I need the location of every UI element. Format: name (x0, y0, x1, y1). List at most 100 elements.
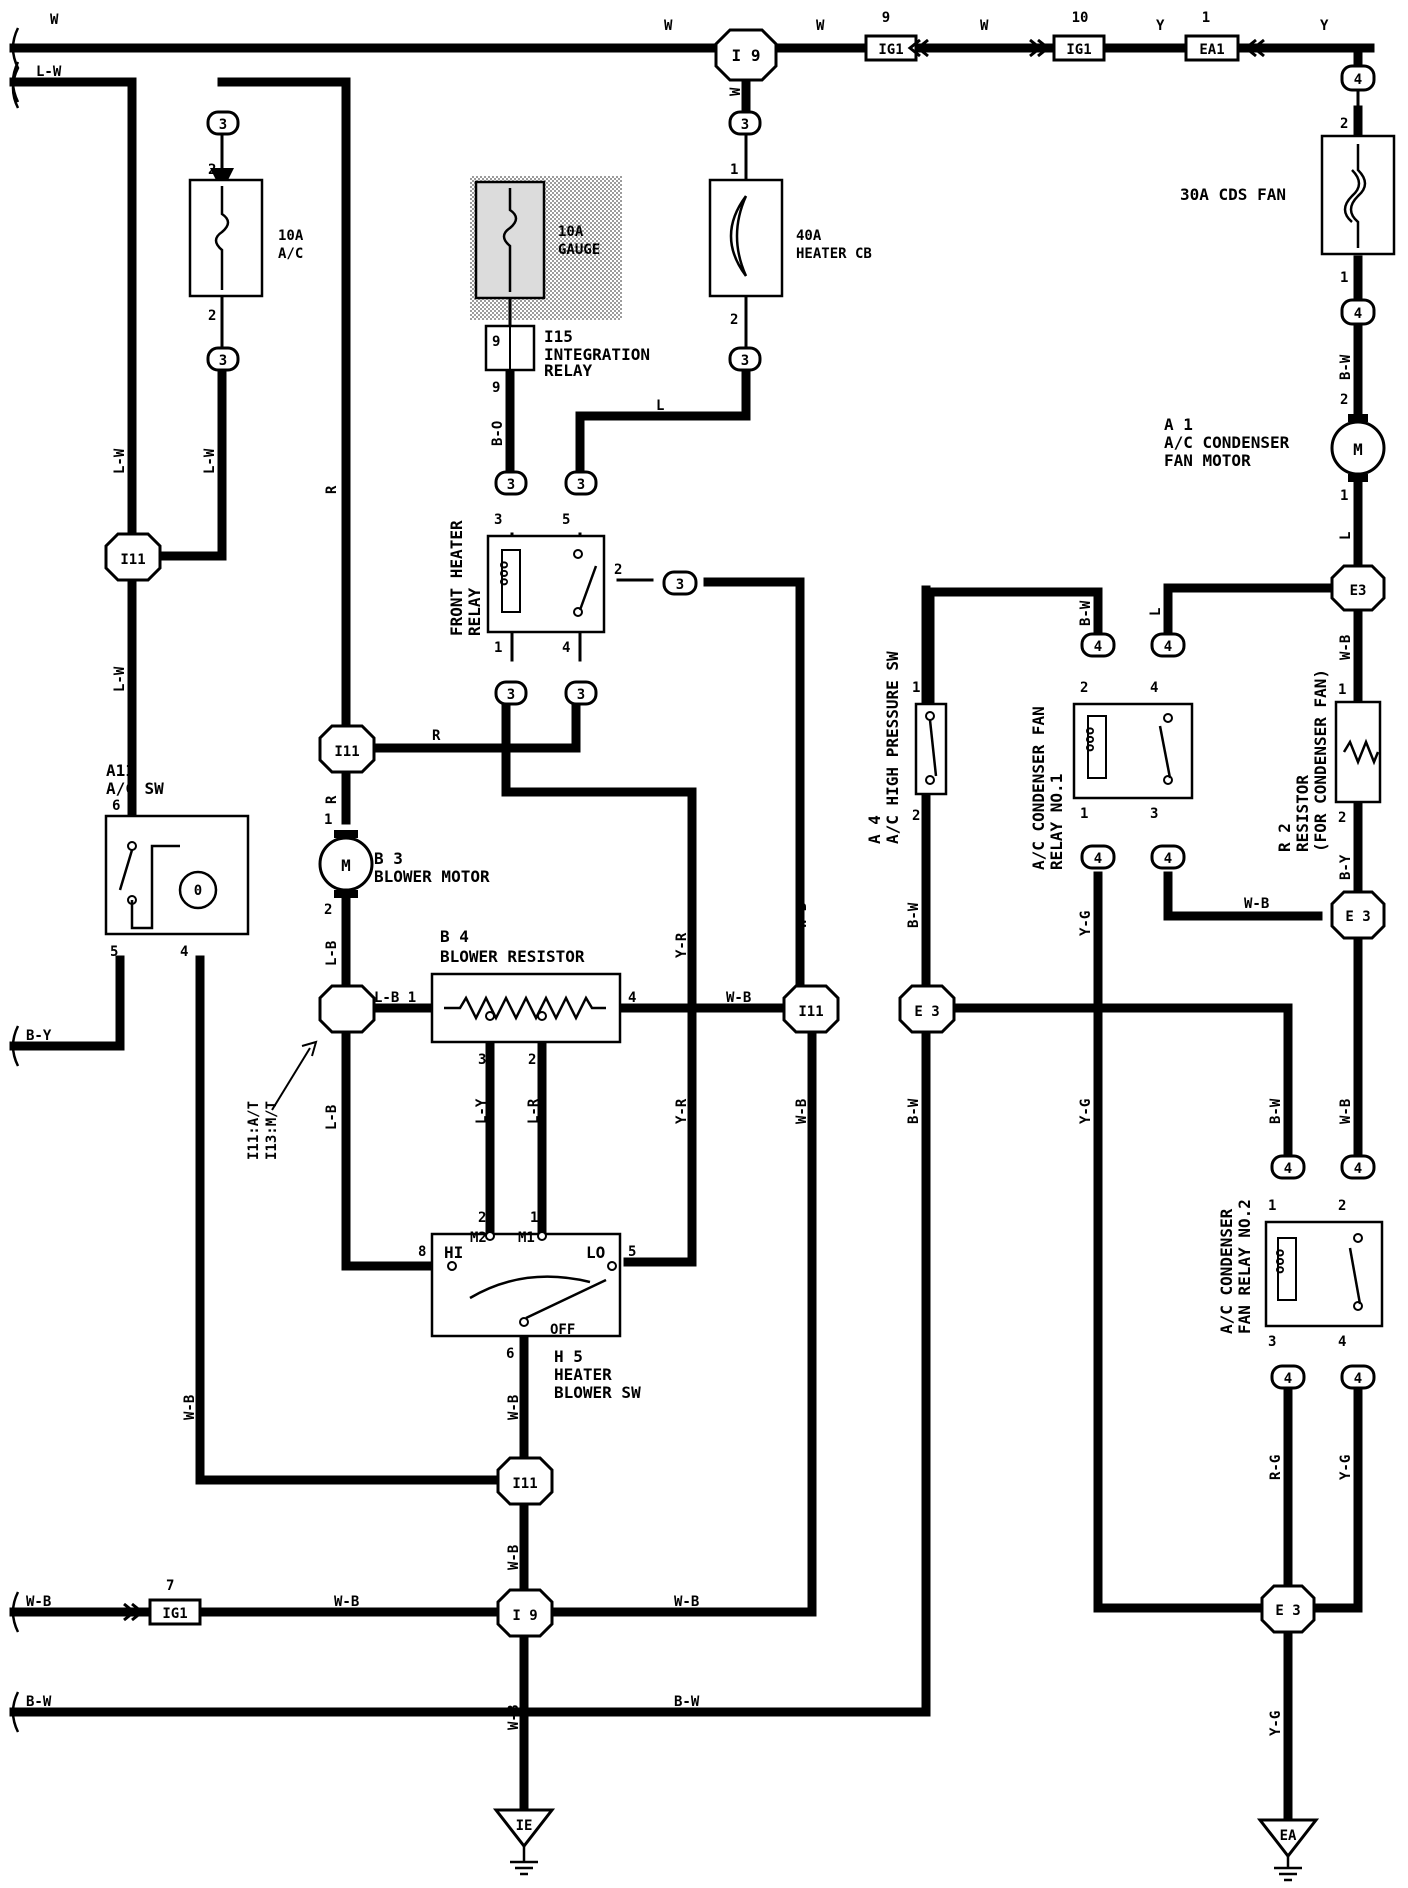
svg-text:INTEGRATION: INTEGRATION (544, 345, 650, 364)
svg-text:L-B 1: L-B 1 (374, 990, 416, 1006)
ac-switch: A11 A/C SW 6 0 5 4 B-Y (26, 761, 250, 1044)
svg-text:B-W: B-W (906, 1098, 922, 1124)
connector-i11-right: I11 Y-R Y-R W-B W-B (674, 903, 840, 1124)
svg-text:2: 2 (730, 312, 738, 328)
svg-text:3: 3 (219, 353, 227, 369)
svg-text:A/C HIGH PRESSURE SW: A/C HIGH PRESSURE SW (883, 651, 902, 844)
svg-text:ooo: ooo (496, 561, 512, 586)
svg-text:R: R (432, 728, 441, 744)
svg-text:W-B: W-B (26, 1594, 51, 1610)
label-w-down: W (728, 87, 744, 96)
svg-text:A/C CONDENSER: A/C CONDENSER (1164, 433, 1290, 452)
svg-text:3: 3 (577, 687, 585, 703)
svg-text:GAUGE: GAUGE (558, 242, 600, 258)
svg-text:3: 3 (577, 477, 585, 493)
svg-text:3: 3 (676, 577, 684, 593)
svg-text:E 3: E 3 (1345, 909, 1370, 925)
svg-text:4: 4 (1094, 639, 1102, 655)
svg-text:A 4: A 4 (865, 815, 884, 844)
svg-text:E 3: E 3 (1275, 1603, 1300, 1619)
svg-text:1: 1 (1340, 488, 1348, 504)
svg-text:I15: I15 (544, 327, 573, 346)
svg-text:FAN RELAY NO.2: FAN RELAY NO.2 (1235, 1199, 1254, 1334)
svg-text:30A CDS FAN: 30A CDS FAN (1180, 185, 1286, 204)
svg-text:ooo: ooo (1272, 1249, 1288, 1274)
ground-ie: IE (492, 1808, 556, 1876)
high-pressure-switch: 1 2 A 4 A/C HIGH PRESSURE SW B-W B-W (865, 651, 948, 1124)
label-w-top-2: W (816, 18, 825, 34)
svg-text:1: 1 (912, 680, 920, 696)
svg-text:IE: IE (516, 1818, 533, 1834)
label-y-top-2: Y (1320, 18, 1329, 34)
svg-text:A/C SW: A/C SW (106, 779, 164, 798)
svg-text:B-W: B-W (1268, 1098, 1284, 1124)
svg-text:W-B: W-B (506, 1705, 522, 1730)
svg-text:3: 3 (478, 1052, 486, 1068)
svg-text:W-B: W-B (182, 1395, 198, 1420)
svg-text:I 9: I 9 (512, 1608, 537, 1624)
svg-text:6: 6 (506, 1346, 514, 1362)
svg-text:5: 5 (110, 944, 118, 960)
svg-text:W-B: W-B (726, 990, 751, 1006)
svg-text:B-W: B-W (906, 902, 922, 928)
svg-text:2: 2 (208, 162, 216, 178)
svg-text:4: 4 (1284, 1371, 1292, 1387)
svg-text:10A: 10A (558, 224, 584, 240)
svg-text:IG1: IG1 (162, 1606, 187, 1622)
connector-i11-at-mt: I11:A/T I13:M/T L-B (246, 984, 376, 1160)
svg-text:2: 2 (614, 562, 622, 578)
connector-ig1-a: IG1 9 (864, 10, 929, 62)
svg-text:I11:A/T: I11:A/T (246, 1101, 262, 1160)
connector-3-acfuse-bottom: 3 (206, 346, 240, 372)
blower-resistor: B 4 BLOWER RESISTOR L-B 1 4 3 2 L-Y L-R … (374, 927, 751, 1124)
label-y-top-1: Y (1156, 18, 1165, 34)
svg-text:2: 2 (912, 808, 920, 824)
svg-text:LO: LO (586, 1243, 605, 1262)
svg-text:W-B: W-B (1338, 635, 1354, 660)
connector-i11-mid: I11 R (318, 724, 376, 804)
svg-text:A/C CONDENSER FAN: A/C CONDENSER FAN (1029, 706, 1048, 870)
condenser-fan-resistor: 1 2 R 2 RESISTOR (FOR CONDENSER FAN) B-Y (1275, 669, 1382, 880)
svg-text:2: 2 (1338, 1198, 1346, 1214)
svg-text:B-W: B-W (674, 1694, 700, 1710)
svg-text:B 4: B 4 (440, 927, 469, 946)
svg-text:40A: 40A (796, 228, 822, 244)
svg-text:M1: M1 (518, 1230, 535, 1246)
svg-text:3: 3 (1150, 806, 1158, 822)
svg-text:W-B: W-B (1244, 896, 1269, 912)
svg-text:Y-G: Y-G (1268, 1711, 1284, 1736)
svg-text:W-B: W-B (674, 1594, 699, 1610)
condenser-fan-relay-no2: 4 4 1 2 ooo 3 4 4 4 A/C CONDENSER FAN RE… (1078, 1098, 1384, 1480)
circuit-breaker-heater: 3 3 1 2 40A HEATER CB L (656, 110, 872, 414)
svg-text:B-W: B-W (1078, 600, 1094, 626)
svg-text:2: 2 (1340, 116, 1348, 132)
svg-text:L: L (656, 398, 664, 414)
svg-text:W-B: W-B (794, 1099, 810, 1124)
svg-text:Y-G: Y-G (1338, 1455, 1354, 1480)
svg-text:W-B: W-B (506, 1395, 522, 1420)
svg-text:2: 2 (1340, 392, 1348, 408)
svg-text:6: 6 (112, 798, 120, 814)
svg-text:1: 1 (324, 812, 332, 828)
svg-text:1: 1 (494, 640, 502, 656)
svg-text:4: 4 (1164, 851, 1172, 867)
svg-text:(FOR CONDENSER FAN): (FOR CONDENSER FAN) (1311, 669, 1330, 852)
svg-text:W-B: W-B (1338, 1099, 1354, 1124)
connector-e3-right: E 3 W-B (1330, 890, 1386, 1124)
connector-ea1: EA1 1 (1184, 10, 1265, 62)
svg-text:ooo: ooo (1082, 727, 1098, 752)
svg-text:1: 1 (1340, 270, 1348, 286)
svg-text:10A: 10A (278, 228, 304, 244)
svg-text:E3: E3 (1350, 583, 1367, 599)
svg-text:FRONT HEATER: FRONT HEATER (447, 520, 466, 636)
svg-text:Y-R: Y-R (674, 1098, 690, 1124)
svg-text:I 9: I 9 (732, 46, 761, 65)
label-w-top-1: W (664, 18, 673, 34)
svg-text:4: 4 (1094, 851, 1102, 867)
connector-i11-left: I11 L-W L-W L-W R (104, 448, 340, 692)
svg-text:I13:M/T: I13:M/T (264, 1101, 280, 1160)
svg-text:4: 4 (1164, 639, 1172, 655)
svg-text:RELAY NO.1: RELAY NO.1 (1047, 774, 1066, 870)
svg-text:BLOWER MOTOR: BLOWER MOTOR (374, 867, 490, 886)
svg-text:I11: I11 (798, 1004, 823, 1020)
